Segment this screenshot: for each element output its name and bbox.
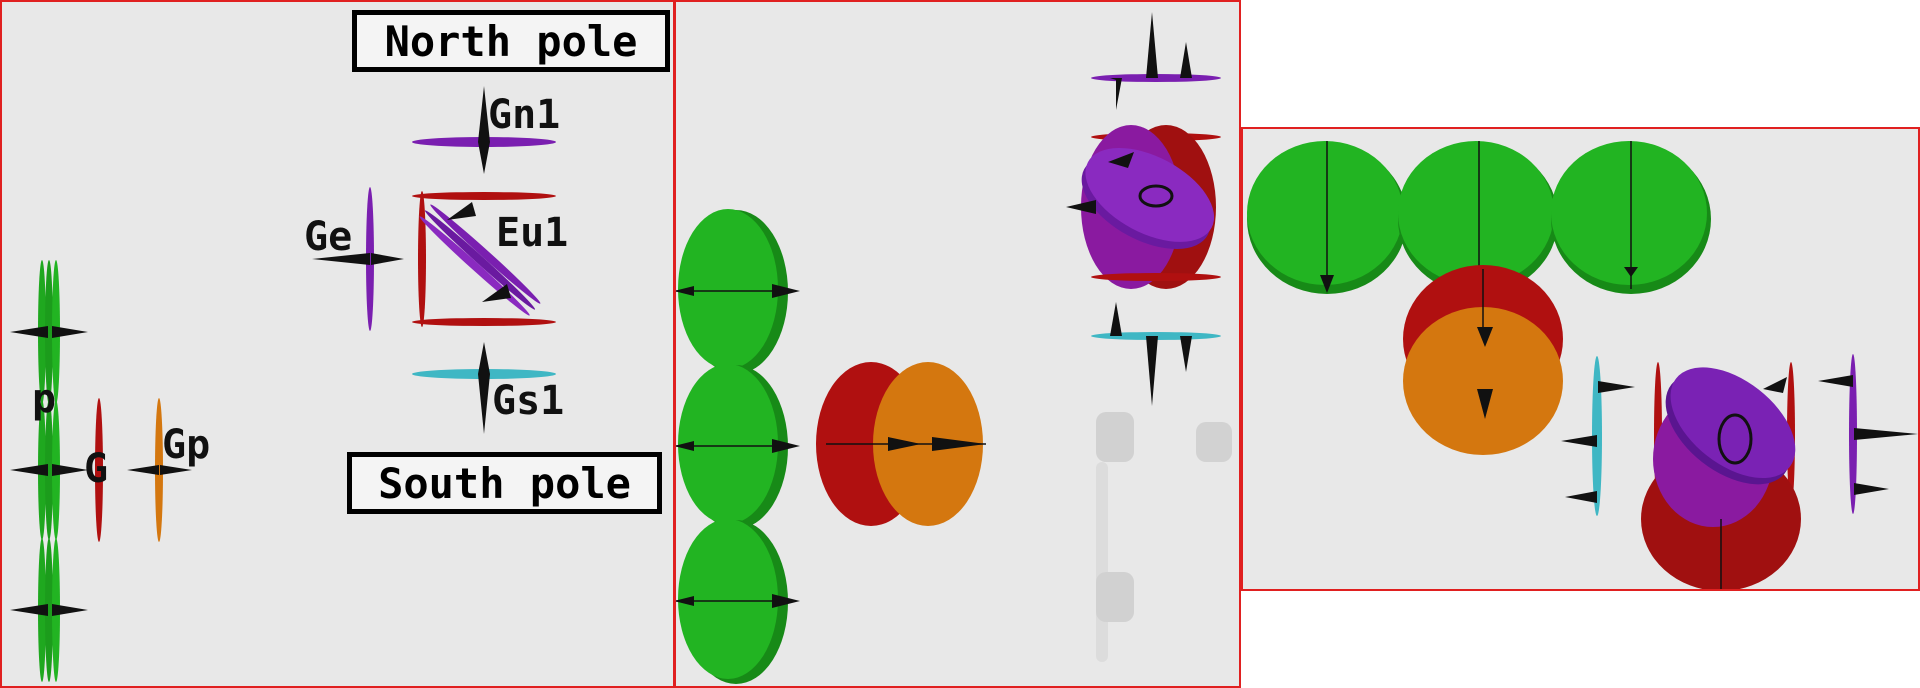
- front-view-drawing: [1247, 141, 1918, 589]
- front-right-cone-icon: [1561, 375, 1918, 503]
- top-cluster-cone-icon: [1066, 12, 1192, 406]
- label-gp: Gp: [162, 422, 210, 468]
- gs1-cone-icon: [478, 342, 490, 434]
- label-p: p: [32, 376, 56, 422]
- shadow-blobs: [1096, 412, 1232, 662]
- label-g: G: [84, 446, 108, 492]
- gn1-cone-icon: [478, 86, 490, 174]
- label-ge: Ge: [304, 214, 352, 260]
- orange-cone-icon: [1477, 327, 1493, 419]
- label-gn1: Gn1: [488, 92, 560, 138]
- label-gs1: Gs1: [492, 378, 564, 424]
- gp-cone-icon: [127, 465, 192, 475]
- north-pole-box: North pole: [352, 10, 670, 72]
- green-cone-icon: [676, 284, 800, 608]
- red-gear-g: [95, 398, 103, 542]
- panel-schematic: Gn1 Eu1 Ge Gs1 p G Gp North pole South p…: [0, 0, 675, 688]
- green-gear-row: [1247, 141, 1711, 294]
- south-pole-box: South pole: [347, 452, 662, 514]
- green-gear-stack: [676, 209, 796, 684]
- ge-cone-icon: [312, 253, 404, 265]
- red-orange-cone-icon: [888, 437, 986, 451]
- side-view-drawing: [676, 12, 1232, 684]
- panel-3d-front-view: [1241, 127, 1920, 591]
- cone-arrow-icon: [10, 326, 88, 616]
- schematic-drawing: Gn1 Eu1 Ge Gs1 p G Gp: [10, 86, 568, 682]
- eu1-cone-icon: [447, 202, 511, 302]
- top-cluster: [1081, 74, 1221, 340]
- orange-gear-front: [1403, 307, 1563, 455]
- front-right-cluster: [1592, 354, 1857, 589]
- label-eu1: Eu1: [496, 210, 568, 256]
- panel-3d-side-view: [674, 0, 1241, 688]
- red-frame-eu1: [412, 191, 556, 327]
